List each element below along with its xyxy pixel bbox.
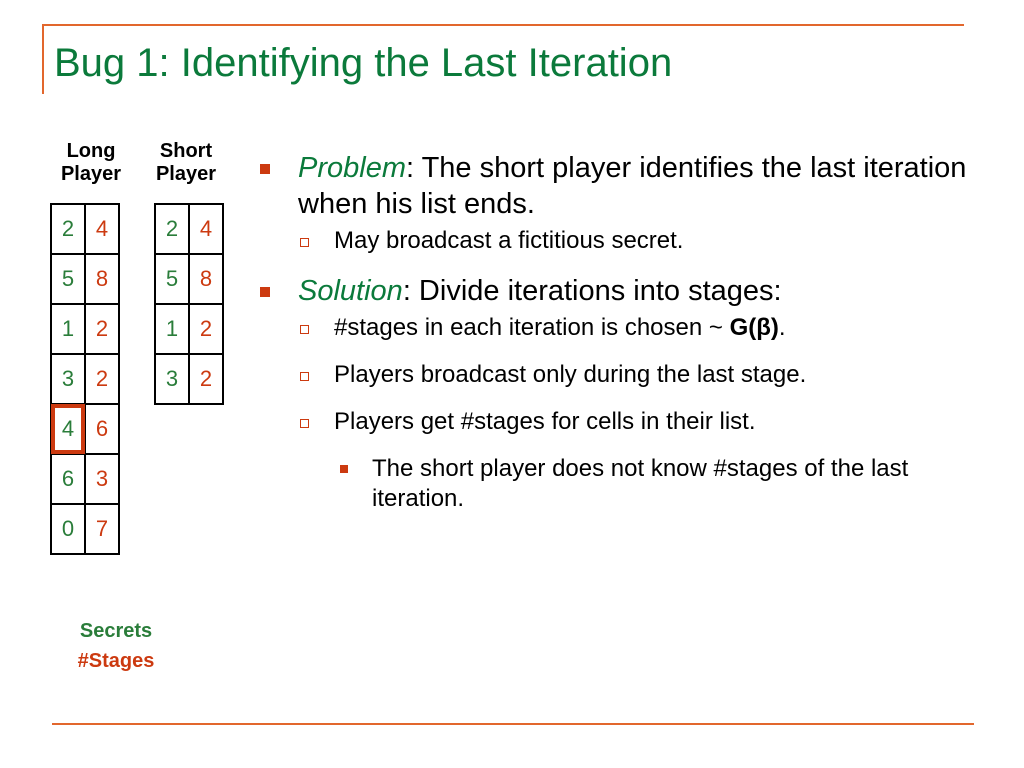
problem-text: : The short player identifies the last i… <box>298 152 967 220</box>
table-row: 6 3 <box>50 453 120 505</box>
short-player-header: Short Player <box>140 140 232 186</box>
table-row: 1 2 <box>50 303 120 355</box>
long-player-list: 2 4 5 8 1 2 3 2 4 6 6 3 <box>50 203 120 555</box>
solution-sub1-post: . <box>778 314 786 341</box>
secret-cell: 2 <box>50 203 86 255</box>
long-player-header: Long Player <box>48 140 134 186</box>
stages-cell: 2 <box>188 353 224 405</box>
table-row: 4 6 <box>50 403 120 455</box>
stages-cell: 3 <box>84 453 120 505</box>
legend-stages: #Stages <box>77 650 155 672</box>
secret-cell: 0 <box>50 503 86 555</box>
stages-cell: 6 <box>84 403 120 455</box>
hollow-square-bullet-icon <box>300 325 309 334</box>
secret-cell: 5 <box>50 253 86 305</box>
solution-bullet: Solution: Divide iterations into stages: <box>256 273 986 309</box>
secret-cell: 1 <box>154 303 190 355</box>
secret-cell: 3 <box>50 353 86 405</box>
highlighted-secret-cell: 4 <box>50 403 86 455</box>
table-row: 0 7 <box>50 503 120 555</box>
table-row: 2 4 <box>154 203 224 255</box>
square-bullet-icon <box>340 465 348 473</box>
long-player-header-line1: Long <box>66 140 116 162</box>
slide-title: Bug 1: Identifying the Last Iteration <box>54 41 673 85</box>
stages-cell: 8 <box>188 253 224 305</box>
stages-cell: 4 <box>188 203 224 255</box>
hollow-square-bullet-icon <box>300 238 309 247</box>
long-player-header-line2: Player <box>60 163 122 185</box>
problem-sub-text: May broadcast a fictitious secret. <box>334 227 684 254</box>
hollow-square-bullet-icon <box>300 372 309 381</box>
solution-label: Solution <box>298 275 403 307</box>
color-legend: Secrets #Stages <box>56 616 176 676</box>
table-row: 5 8 <box>154 253 224 305</box>
geometric-distribution: G(β) <box>729 314 779 341</box>
secret-cell: 2 <box>154 203 190 255</box>
short-player-header-line1: Short <box>159 140 213 162</box>
table-row: 5 8 <box>50 253 120 305</box>
bottom-rule <box>52 723 974 725</box>
solution-sub-bullet-2: Players broadcast only during the last s… <box>256 360 986 390</box>
stages-cell: 4 <box>84 203 120 255</box>
solution-sub2-text: Players broadcast only during the last s… <box>334 361 807 388</box>
hollow-square-bullet-icon <box>300 419 309 428</box>
secret-cell: 5 <box>154 253 190 305</box>
solution-text: : Divide iterations into stages: <box>402 275 782 307</box>
table-row: 3 2 <box>154 353 224 405</box>
top-rule <box>42 24 964 26</box>
solution-sub3-text: Players get #stages for cells in their l… <box>334 408 756 435</box>
bullet-list: Problem: The short player identifies the… <box>256 150 986 530</box>
legend-secrets: Secrets <box>79 620 153 642</box>
square-bullet-icon <box>260 287 270 297</box>
solution-sub-sub-bullet: The short player does not know #stages o… <box>256 454 986 514</box>
stages-cell: 2 <box>188 303 224 355</box>
left-rule <box>42 24 44 94</box>
solution-sub-bullet-1: #stages in each iteration is chosen ~ G(… <box>256 313 986 343</box>
solution-sub3-1-text: The short player does not know #stages o… <box>372 455 909 512</box>
solution-sub1-pre: #stages in each iteration is chosen ~ <box>334 314 730 341</box>
short-player-list: 2 4 5 8 1 2 3 2 <box>154 203 224 405</box>
secret-cell: 1 <box>50 303 86 355</box>
secret-cell: 3 <box>154 353 190 405</box>
problem-bullet: Problem: The short player identifies the… <box>256 150 986 222</box>
problem-label: Problem <box>298 152 406 184</box>
problem-sub-bullet: May broadcast a fictitious secret. <box>256 226 986 256</box>
stages-cell: 2 <box>84 303 120 355</box>
table-row: 1 2 <box>154 303 224 355</box>
stages-cell: 8 <box>84 253 120 305</box>
table-row: 2 4 <box>50 203 120 255</box>
stages-cell: 2 <box>84 353 120 405</box>
solution-sub-bullet-3: Players get #stages for cells in their l… <box>256 407 986 437</box>
table-row: 3 2 <box>50 353 120 405</box>
short-player-header-line2: Player <box>155 163 217 185</box>
stages-cell: 7 <box>84 503 120 555</box>
square-bullet-icon <box>260 164 270 174</box>
secret-cell: 6 <box>50 453 86 505</box>
